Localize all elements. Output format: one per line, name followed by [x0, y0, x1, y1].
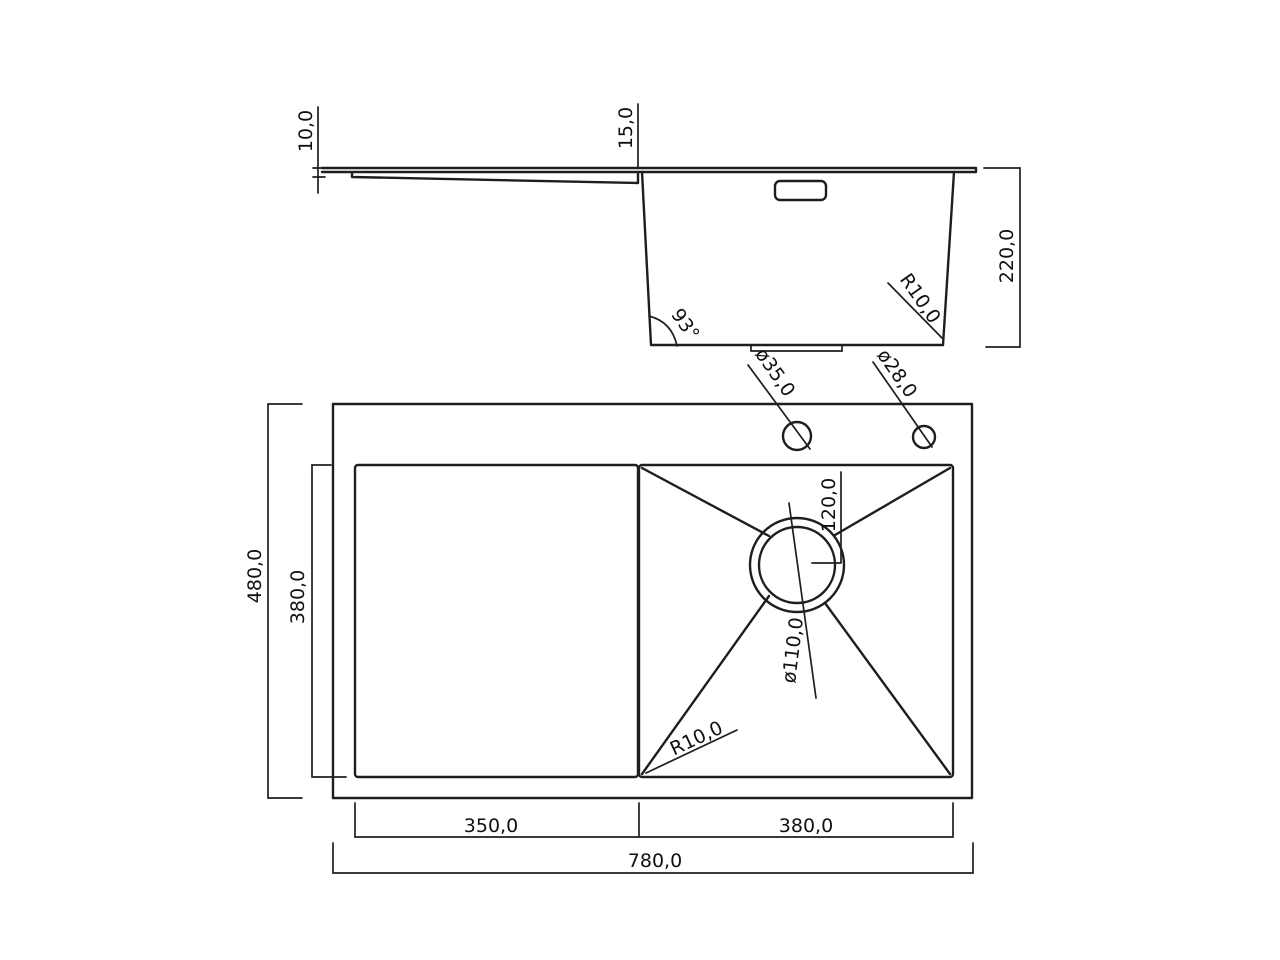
dim-label-total-width: 780,0	[628, 850, 682, 872]
dim-label-drain-offset: 120,0	[818, 478, 840, 532]
bowl-profile	[640, 170, 956, 347]
drain-outer-ring	[748, 516, 846, 614]
leader-inner-radius-plan	[645, 729, 738, 774]
dim-line-inner-depth	[311, 464, 347, 778]
dim-line-total-depth	[267, 403, 303, 799]
dim-label-drainboard-width: 350,0	[464, 815, 518, 837]
bowl	[637, 463, 955, 779]
tap-hole-large	[781, 420, 813, 452]
dim-line-depth	[983, 167, 1021, 348]
bowl-slope-lines	[640, 466, 952, 776]
plan-view: ø35,0 ø28,0 120,0 ø110,0 R10,0 480,0 380…	[244, 344, 974, 874]
leader-drain-diameter	[788, 502, 817, 699]
dim-label-top-thickness: 10,0	[295, 110, 317, 152]
angle-arc	[648, 315, 678, 347]
drain-inner-ring	[757, 525, 837, 605]
countertop-plate	[320, 166, 978, 174]
dim-label-hole-small: ø28,0	[872, 345, 921, 402]
dim-label-wall-angle: 93°	[666, 304, 703, 344]
dim-label-drain-diameter: ø110,0	[778, 616, 808, 684]
bowl-outline	[637, 463, 955, 779]
dim-label-total-depth: 480,0	[244, 549, 266, 603]
drainboard-profile	[350, 170, 640, 185]
dim-label-inner-depth: 380,0	[287, 570, 309, 624]
dim-label-inner-radius-plan: R10,0	[667, 717, 727, 760]
drainboard-area	[353, 463, 640, 779]
leader-hole-large	[747, 364, 811, 450]
overflow-slot	[773, 179, 828, 202]
side-elevation-view: 10,0 15,0 220,0 R10,0 93°	[295, 103, 1021, 352]
dim-label-hole-large: ø35,0	[750, 344, 799, 401]
dim-line-widths	[354, 802, 954, 838]
dim-label-bowl-width: 380,0	[779, 815, 833, 837]
drain-stub	[750, 344, 843, 352]
dim-line-top-thickness	[312, 106, 326, 194]
dim-label-depth: 220,0	[996, 229, 1018, 283]
dim-line-total-width	[332, 842, 974, 874]
dim-line-drain-offset	[811, 471, 842, 564]
dim-label-edge-thickness: 15,0	[615, 107, 637, 149]
sink-outer-outline	[331, 402, 974, 800]
tap-hole-small	[911, 424, 937, 450]
leader-hole-small	[872, 361, 933, 448]
leader-inner-radius-side	[887, 282, 943, 339]
